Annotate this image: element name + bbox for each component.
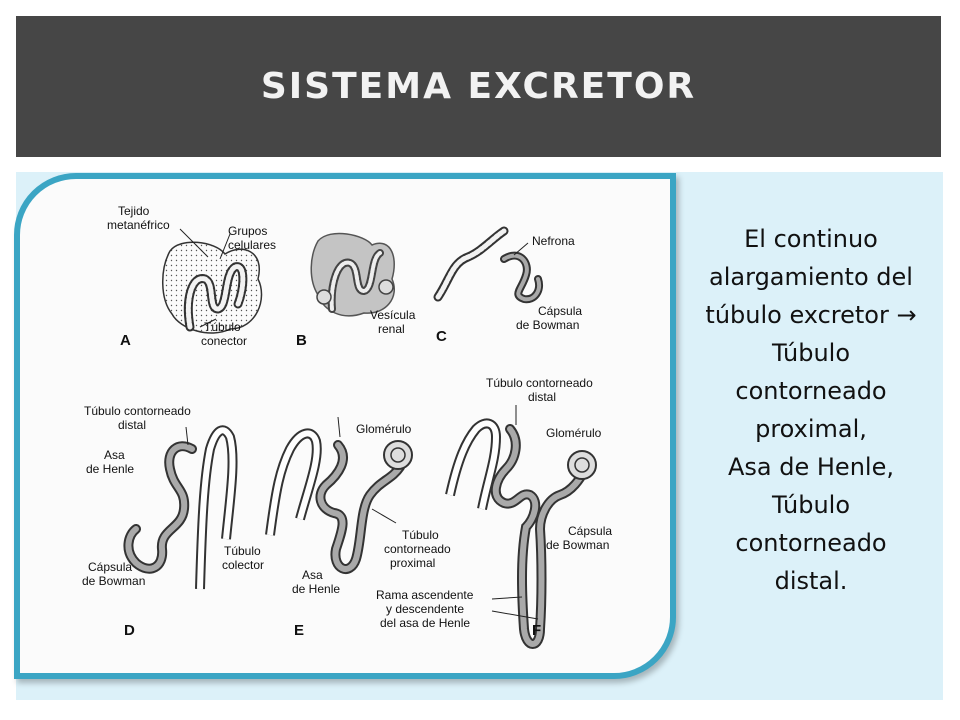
description-line-8: Túbulo (771, 491, 851, 519)
panel-e: Glomérulo Túbulo contorneado proximal As… (265, 416, 451, 639)
label-grupos: Grupos (228, 224, 267, 238)
label-descendente-f: y descendente (386, 602, 464, 616)
panel-d: Túbulo contorneado distal Asa de Henle C… (82, 404, 264, 639)
nephron-f (492, 426, 587, 647)
label-distal-f: distal (528, 390, 556, 404)
label-conector: conector (201, 334, 247, 348)
panel-f: Túbulo contorneado distal Glomérulo Cáps… (376, 376, 612, 649)
nephron-e (317, 442, 403, 572)
description-line-5: contorneado (735, 377, 887, 405)
label-asa-e: Asa (302, 568, 323, 582)
panel-a-leader-2 (219, 233, 231, 260)
glomerulus-e (383, 440, 413, 470)
label-tcd-d: Túbulo contorneado (84, 404, 191, 418)
description-line-3: túbulo excretor → (705, 301, 917, 329)
collecting-duct-e-fill (267, 430, 320, 536)
nephron-development-diagram: Tejido metanéfrico Grupos celulares Túbu… (82, 204, 612, 649)
panel-b: Vesícula renal B (296, 232, 416, 349)
panel-c-tubule (435, 228, 507, 300)
label-nefrona: Nefrona (532, 234, 575, 248)
panel-letter-a: A (120, 332, 131, 349)
panel-b-tubule (329, 251, 382, 311)
label-tubulo-a: Túbulo (204, 320, 241, 334)
label-tubulo-d: Túbulo (224, 544, 261, 558)
description-text: El continuo alargamiento del túbulo excr… (680, 220, 942, 600)
label-henle-d: de Henle (86, 462, 134, 476)
label-metanefrico: metanéfrico (107, 218, 170, 232)
panel-letter-e: E (294, 622, 304, 639)
diagram-frame: Tejido metanéfrico Grupos celulares Túbu… (14, 173, 676, 679)
label-glomerulo-e: Glomérulo (356, 422, 412, 436)
collecting-duct-d-fill (197, 427, 236, 590)
description-line-2: alargamiento del (709, 263, 913, 291)
label-tubulo-e: Túbulo (402, 528, 439, 542)
label-distal-d: distal (118, 418, 146, 432)
glomerulus-e-inner (390, 447, 406, 463)
label-bowman-c: de Bowman (516, 318, 579, 332)
label-henle-e: de Henle (292, 582, 340, 596)
label-colector-d: colector (222, 558, 264, 572)
description-line-4: Túbulo (771, 339, 851, 367)
label-tcd-f: Túbulo contorneado (486, 376, 593, 390)
label-rama-f: Rama ascendente (376, 588, 474, 602)
nephron-outline (500, 251, 543, 304)
label-bowman-f: de Bowman (546, 538, 609, 552)
nephron-d (125, 443, 195, 572)
glomerulus-f (567, 450, 597, 480)
limb-leader-f-1 (491, 596, 523, 600)
glomerulus-f-inner (574, 457, 590, 473)
panel-a: Tejido metanéfrico Grupos celulares Túbu… (107, 204, 276, 349)
label-bowman-d: de Bowman (82, 574, 145, 588)
label-proximal-e: proximal (390, 556, 435, 570)
panel-letter-d: D (124, 622, 135, 639)
panel-a-leader-3 (199, 318, 217, 328)
label-asa-henle-f: del asa de Henle (380, 616, 470, 630)
label-asa-d: Asa (104, 448, 125, 462)
slide-title: SISTEMA EXCRETOR (260, 66, 697, 107)
panel-c: Nefrona Cápsula de Bowman C (433, 226, 582, 345)
label-capsula-f: Cápsula (568, 524, 612, 538)
label-vesicula: Vesícula (370, 308, 416, 322)
title-bar: SISTEMA EXCRETOR (16, 16, 941, 157)
label-tejido: Tejido (118, 204, 150, 218)
label-celulares: celulares (228, 238, 276, 252)
limb-leader-f-2 (491, 610, 539, 620)
collecting-duct-f-fill (447, 420, 500, 510)
panel-letter-b: B (296, 332, 307, 349)
renal-vesicle-left (316, 289, 332, 305)
label-glomerulo-f: Glomérulo (546, 426, 602, 440)
proximal-leader-e (371, 508, 397, 524)
label-contorneado-e: contorneado (384, 542, 451, 556)
panel-a-leader-1 (179, 228, 209, 258)
panel-a-tubule (185, 264, 246, 330)
panel-letter-f: F (532, 622, 541, 639)
label-capsula-d: Cápsula (88, 560, 132, 574)
description-line-6: proximal, (755, 415, 867, 443)
description-line-9: contorneado (735, 529, 887, 557)
description-line-1: El continuo (744, 225, 878, 253)
label-capsula-c: Cápsula (538, 304, 582, 318)
distal-leader-d (185, 426, 189, 446)
description-line-10: distal. (774, 567, 848, 595)
label-renal: renal (378, 322, 405, 336)
nephron (502, 253, 541, 302)
arrow-e (337, 416, 341, 438)
panel-letter-c: C (436, 328, 447, 345)
nephron-leader (513, 242, 529, 256)
description-line-7: Asa de Henle, (728, 453, 894, 481)
renal-vesicle-right (378, 279, 394, 295)
